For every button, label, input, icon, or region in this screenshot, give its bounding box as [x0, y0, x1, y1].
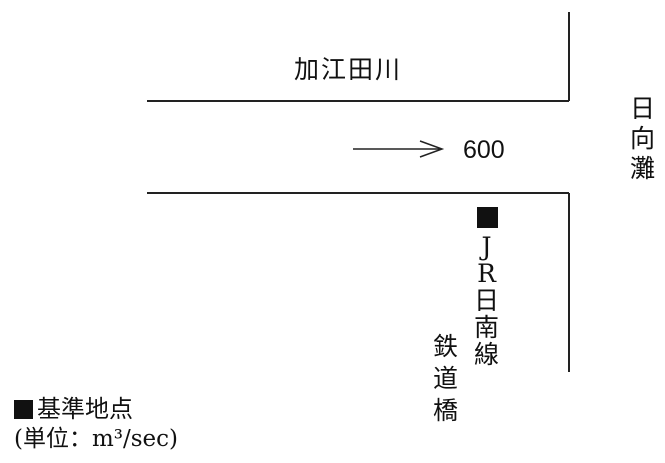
bridge-name-line2: 鉄 道 橋 — [433, 334, 458, 430]
legend-marker-label: 基準地点 — [37, 395, 133, 423]
bridge-name-char: 橋 — [433, 396, 459, 425]
reference-point-marker-icon — [477, 207, 498, 228]
bridge-name-char: 日 — [474, 286, 500, 315]
sea-name-char: 向 — [630, 124, 656, 153]
flow-direction-arrow — [353, 140, 445, 158]
sea-name-char: 日 — [630, 94, 656, 123]
bridge-name-line1: J R 日 南 線 — [474, 234, 499, 369]
bridge-name-char: 線 — [474, 340, 500, 369]
bridge-name-char: 南 — [474, 313, 500, 342]
sea-name: 日 向 灘 — [630, 96, 655, 186]
legend-marker-row: 基準地点 — [14, 394, 178, 424]
bridge-name-char: 鉄 — [433, 332, 459, 361]
bridge-name-char: 道 — [433, 364, 459, 393]
flow-value: 600 — [463, 136, 505, 164]
sea-name-char: 灘 — [630, 154, 656, 183]
bridge-name-char: J — [481, 232, 492, 261]
river-name: 加江田川 — [294, 55, 403, 84]
legend-unit: (単位：m³/sec) — [14, 426, 179, 452]
legend-square-icon — [14, 399, 33, 419]
bridge-name-char: R — [477, 259, 496, 288]
legend: 基準地点 (単位：m³/sec) — [14, 394, 178, 454]
